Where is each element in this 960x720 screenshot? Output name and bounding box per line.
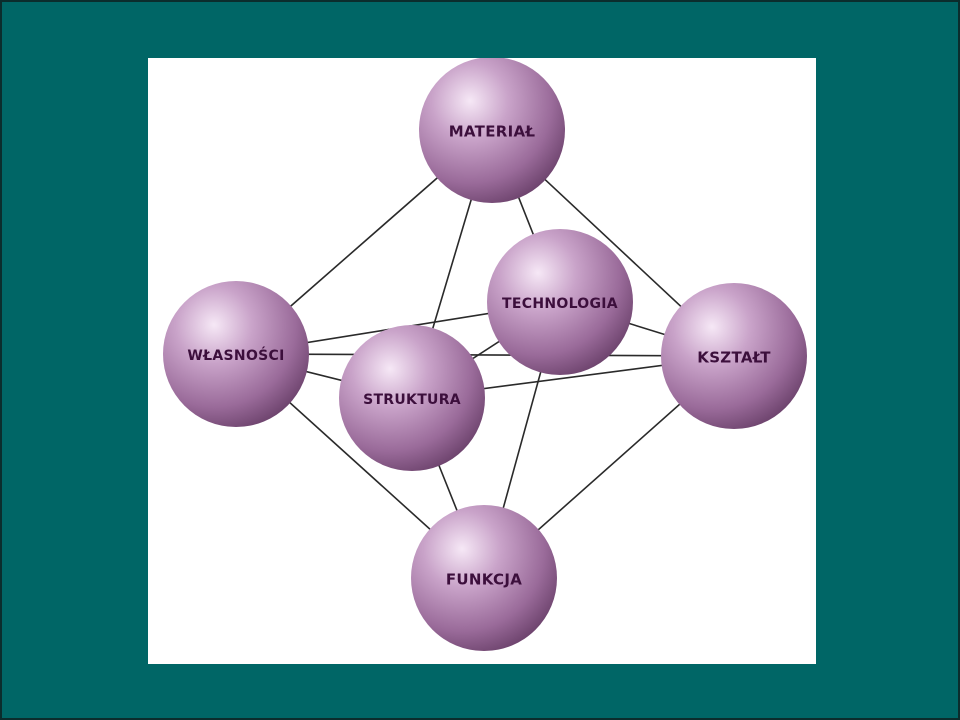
- sphere-struktura: [339, 325, 485, 471]
- label-material: MATERIAŁ: [449, 123, 536, 141]
- node-material: MATERIAŁ: [419, 58, 565, 203]
- relationship-diagram: MATERIAŁ WŁASNOŚCI KSZTAŁT TECHNOLOGIA S…: [163, 58, 807, 651]
- label-funkcja: FUNKCJA: [446, 571, 522, 589]
- node-struktura: STRUKTURA: [339, 325, 485, 471]
- sphere-ksztalt: [661, 283, 807, 429]
- diagram-panel: MATERIAŁ WŁASNOŚCI KSZTAŁT TECHNOLOGIA S…: [148, 58, 816, 664]
- label-ksztalt: KSZTAŁT: [697, 349, 771, 367]
- edge-wlasnosci-ksztalt: [235, 353, 735, 357]
- sphere-funkcja: [411, 505, 557, 651]
- sphere-technologia: [487, 229, 633, 375]
- sphere-wlasnosci: [163, 281, 309, 427]
- node-wlasnosci: WŁASNOŚCI: [163, 281, 309, 427]
- label-technologia: TECHNOLOGIA: [502, 296, 618, 312]
- node-ksztalt: KSZTAŁT: [661, 283, 807, 429]
- label-wlasnosci: WŁASNOŚCI: [187, 346, 284, 364]
- node-funkcja: FUNKCJA: [411, 505, 557, 651]
- label-struktura: STRUKTURA: [363, 392, 461, 408]
- node-technologia: TECHNOLOGIA: [487, 229, 633, 375]
- sphere-material: [419, 58, 565, 203]
